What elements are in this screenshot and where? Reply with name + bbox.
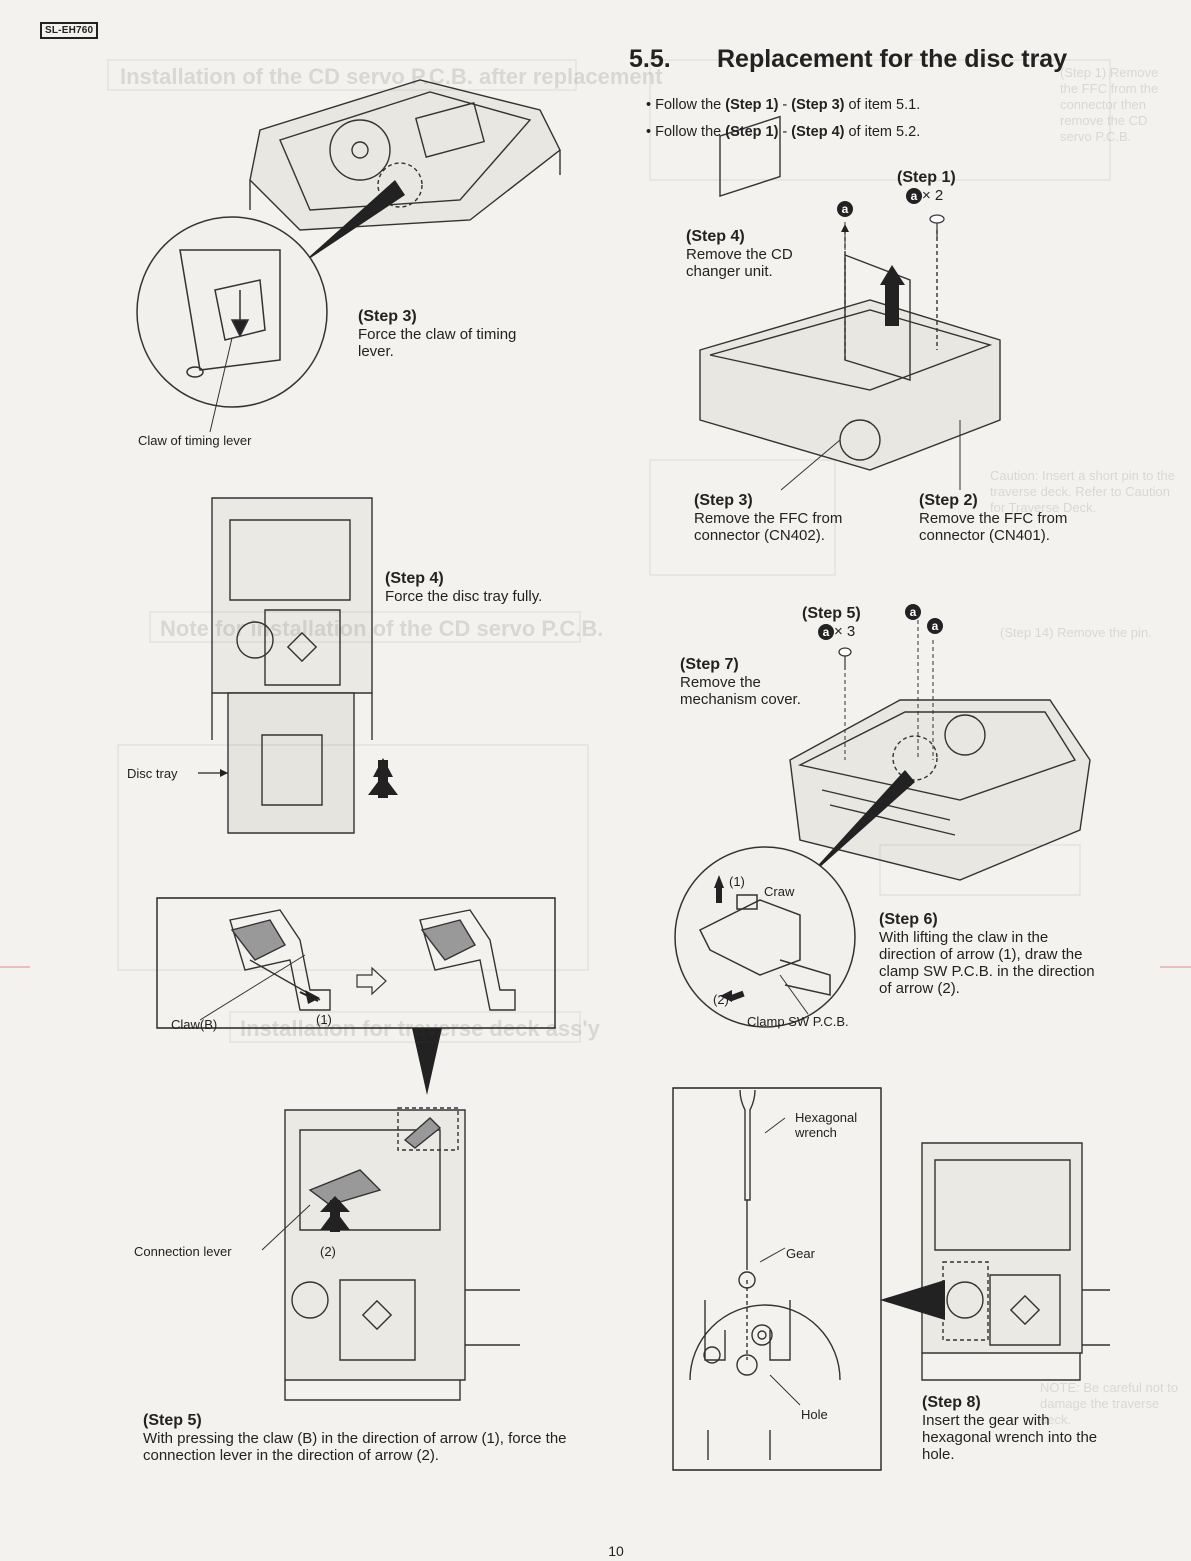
clamp-sw-pcb-label: Clamp SW P.C.B. xyxy=(747,1014,849,1029)
zoom-pointer xyxy=(300,180,405,265)
screw-a-marker-icon: a xyxy=(837,201,853,217)
screw-icon xyxy=(839,648,851,670)
connection-lever-illustration xyxy=(285,1108,520,1400)
craw-label: Craw xyxy=(764,884,795,899)
push-arrow-up xyxy=(373,758,393,777)
claw-b-label: Claw(B) xyxy=(171,1017,218,1032)
hex-wrench-box xyxy=(673,1088,881,1470)
right-step3-callout: (Step 3) Remove the FFC from connector (… xyxy=(694,492,843,544)
disc-tray-label: Disc tray xyxy=(127,766,178,781)
bleed-text: (Step 14) Remove the pin. xyxy=(1000,625,1152,640)
mechanism-top-illustration xyxy=(250,80,560,230)
zoom-pointer xyxy=(800,770,915,885)
zoom-circle-craw xyxy=(675,847,855,1027)
transition-arrow xyxy=(357,968,386,994)
hole-label: Hole xyxy=(801,1407,828,1422)
claw-timing-lever-label: Claw of timing lever xyxy=(138,433,252,448)
push-arrow-up-2 xyxy=(320,1200,350,1230)
claw-b-box xyxy=(157,898,555,1028)
right-step1-callout: (Step 1) a× 2 xyxy=(897,169,956,205)
section-title: 5.5. Replacement for the disc tray xyxy=(629,44,1067,74)
bullet-item: Follow the (Step 1) - (Step 4) of item 5… xyxy=(646,119,920,146)
bleed-text: Installation of the CD servo P.C.B. afte… xyxy=(120,64,663,89)
craw-arrow-1-label: (1) xyxy=(729,874,745,889)
screw-icon xyxy=(930,215,944,238)
screw-a-icon: a xyxy=(906,188,922,205)
page-number: 10 xyxy=(608,1543,624,1559)
screw-a-marker-icon: a xyxy=(927,618,943,634)
screw-a-icon: a xyxy=(818,624,834,641)
zoom-pointer xyxy=(412,1028,442,1095)
disc-tray-illustration xyxy=(212,498,372,833)
hexagonal-wrench-label: Hexagonal wrench xyxy=(795,1110,858,1140)
zoom-pointer xyxy=(880,1280,945,1320)
bleed-text: Caution: Insert a short pin to the trave… xyxy=(990,468,1175,515)
model-tag: SL-EH760 xyxy=(40,22,99,39)
bleed-text: NOTE: Be careful not to damage the trave… xyxy=(1040,1380,1179,1427)
right-step7-callout: (Step 7) Remove the mechanism cover. xyxy=(680,656,801,708)
arrow-2-label: (2) xyxy=(320,1244,336,1259)
arrow-1-label: (1) xyxy=(316,1012,332,1027)
bleed-text: Installation for traverse deck ass'y xyxy=(240,1016,600,1041)
push-arrow-1 xyxy=(305,990,320,1004)
hex-wrench-detail xyxy=(690,1090,840,1460)
connection-lever-label: Connection lever xyxy=(134,1244,232,1259)
section-number: 5.5. xyxy=(629,45,671,73)
push-arrow-up xyxy=(368,760,398,795)
right-step5-callout: (Step 5) a× 3 xyxy=(802,605,861,641)
screw-a-marker-icon: a xyxy=(905,604,921,620)
bleed-text: Note for installation of the CD servo P.… xyxy=(160,616,604,641)
section-title-text: Replacement for the disc tray xyxy=(717,45,1068,73)
right-step6-callout: (Step 6) With lifting the claw in the di… xyxy=(879,911,1095,997)
left-step3-callout: (Step 3) Force the claw of timing lever. xyxy=(358,308,517,360)
bleed-text: (Step 1) Remove the FFC from the connect… xyxy=(1060,65,1159,144)
left-step5-callout: (Step 5) With pressing the claw (B) in t… xyxy=(143,1412,567,1464)
left-step4-callout: (Step 4) Force the disc tray fully. xyxy=(385,570,543,605)
right-step4-callout: (Step 4) Remove the CD changer unit. xyxy=(686,228,793,280)
gear-label: Gear xyxy=(786,1246,815,1261)
right-step8-callout: (Step 8) Insert the gear with hexagonal … xyxy=(922,1394,1098,1463)
bullet-item: Follow the (Step 1) - (Step 3) of item 5… xyxy=(646,92,920,119)
gear-insert-illustration xyxy=(922,1143,1110,1380)
claw-b-detail xyxy=(230,910,515,1010)
zoom-circle-claw xyxy=(137,217,327,432)
lift-arrow xyxy=(880,265,905,285)
right-step2-callout: (Step 2) Remove the FFC from connector (… xyxy=(919,492,1068,544)
craw-arrow-2-label: (2) xyxy=(713,992,729,1007)
instruction-bullets: Follow the (Step 1) - (Step 3) of item 5… xyxy=(646,92,920,146)
